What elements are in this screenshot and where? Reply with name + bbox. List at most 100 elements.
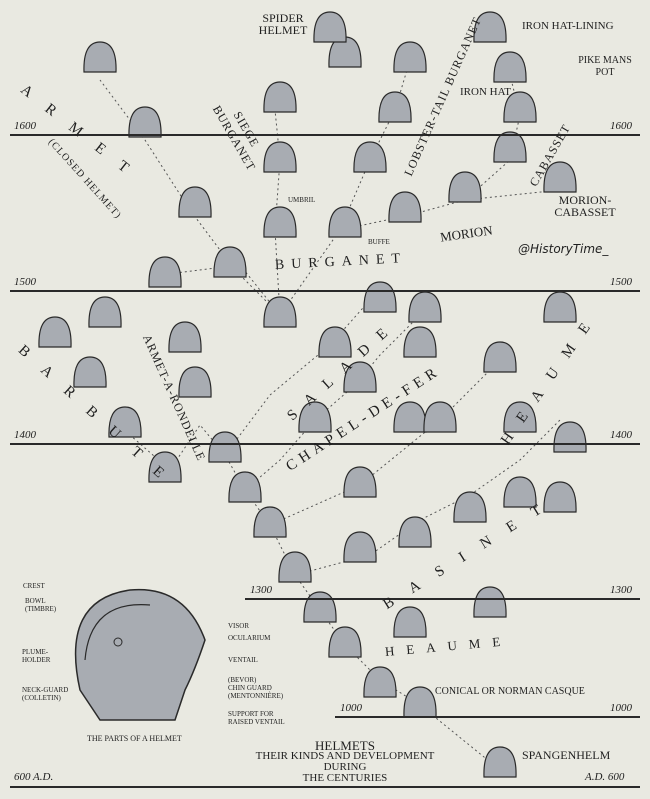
label-pike-mans-pot: PIKE MANS POT [578, 55, 632, 78]
helmet-icon [228, 471, 262, 503]
helmet-icon [408, 291, 442, 323]
label-iron-hat: IRON HAT [460, 86, 512, 98]
helmet-icon [543, 291, 577, 323]
helmet-icon [83, 41, 117, 73]
helmet-icon [388, 191, 422, 223]
helmet-icon [473, 11, 507, 43]
timeline-1000 [335, 716, 640, 718]
year-1600-right: 1600 [610, 120, 632, 132]
helmet-icon [38, 316, 72, 348]
label-buffe: BUFFE [368, 238, 390, 246]
part-bevor: (BEVOR) [228, 676, 257, 684]
label-spangenhelm: SPANGENHELM [522, 748, 611, 762]
part-chin-guard: CHIN GUARD [228, 684, 272, 692]
helmet-icon [328, 206, 362, 238]
part-ventail: VENTAIL [228, 656, 258, 664]
part-plume-holder-2: HOLDER [22, 656, 51, 664]
helmet-icon [328, 626, 362, 658]
year-1400-left: 1400 [14, 429, 36, 441]
part-crest: CREST [23, 582, 45, 590]
label-umbril: UMBRIL [288, 196, 316, 204]
part-bowl: BOWL [25, 597, 46, 605]
pivot-icon [113, 637, 123, 647]
helmet-icon [543, 161, 577, 193]
helmet-icon [503, 91, 537, 123]
year-1000-left: 1000 [340, 702, 362, 714]
part-support-1: SUPPORT FOR [228, 710, 274, 718]
helmet-icon [403, 686, 437, 718]
helmet-icon [263, 141, 297, 173]
part-plume-holder-1: PLUME- [22, 648, 49, 656]
helmet-icon [483, 746, 517, 778]
helmet-icon [73, 356, 107, 388]
helmet-icon [298, 401, 332, 433]
helmet-icon [343, 361, 377, 393]
helmet-icon [148, 451, 182, 483]
helmet-icon [313, 11, 347, 43]
helmet-icon [448, 171, 482, 203]
year-1500-left: 1500 [14, 276, 36, 288]
timeline-1500 [10, 290, 640, 292]
helmet-icon [208, 431, 242, 463]
helmet-icon [108, 406, 142, 438]
helmet-icon [403, 326, 437, 358]
helmet-icon [473, 586, 507, 618]
diagram-title: HELMETS THEIR KINDS AND DEVELOPMENT DURI… [250, 738, 440, 784]
year-1600-left: 1600 [14, 120, 36, 132]
helmet-icon [398, 516, 432, 548]
part-mentonniere: (MENTONNIÈRE) [228, 692, 284, 700]
label-morion-cabasset: MORION-CABASSET [554, 193, 616, 219]
helmet-icon [343, 466, 377, 498]
lineage-path [294, 419, 561, 576]
helmet-icon [363, 281, 397, 313]
year-600-right: A.D. 600 [585, 771, 625, 783]
armet-parts-icon [74, 588, 206, 721]
helmet-icon [493, 131, 527, 163]
crest-line [84, 604, 151, 661]
year-1000-right: 1000 [610, 702, 632, 714]
helmet-icon [453, 491, 487, 523]
timeline-1600 [10, 134, 640, 136]
timeline-600 [10, 786, 640, 788]
helmet-icon [393, 606, 427, 638]
helmet-icon [423, 401, 457, 433]
helmet-icon [168, 321, 202, 353]
helmet-icon [493, 51, 527, 83]
lineage-path [269, 359, 501, 526]
helmet-icon [343, 531, 377, 563]
label-conical-casque: CONICAL OR NORMAN CASQUE [435, 686, 585, 697]
helmet-icon [378, 91, 412, 123]
helmet-icon [318, 326, 352, 358]
helmet-icon [363, 666, 397, 698]
helmet-icon [553, 421, 587, 453]
part-visor: VISOR [228, 622, 250, 630]
helmet-icon [543, 481, 577, 513]
part-timbre: (TIMBRE) [25, 605, 57, 613]
helmet-icon [128, 106, 162, 138]
part-ocularium: OCULARIUM [228, 634, 271, 642]
year-1300-left: 1300 [250, 584, 272, 596]
watermark: @HistoryTime_ [518, 242, 609, 256]
helmet-icon [178, 366, 212, 398]
part-neck-guard-2: (COLLETIN) [22, 694, 61, 702]
helmet-icon [503, 401, 537, 433]
part-support-2: RAISED VENTAIL [228, 718, 285, 726]
timeline-1400 [10, 443, 640, 445]
helmet-icon [393, 41, 427, 73]
helmet-icon [253, 506, 287, 538]
helmet-icon [303, 591, 337, 623]
timeline-1300 [245, 598, 640, 600]
helmet-icon [263, 296, 297, 328]
label-spider-helmet: SPIDER HELMET [258, 11, 308, 37]
helmet-icon [263, 206, 297, 238]
year-1400-right: 1400 [610, 429, 632, 441]
helmet-icon [178, 186, 212, 218]
title-main: HELMETS [315, 738, 375, 753]
parts-caption: THE PARTS OF A HELMET [87, 734, 182, 743]
year-1500-right: 1500 [610, 276, 632, 288]
helmet-icon [483, 341, 517, 373]
helmet-icon [213, 246, 247, 278]
label-iron-hat-lining: IRON HAT-LINING [522, 20, 614, 32]
helmet-icon [353, 141, 387, 173]
